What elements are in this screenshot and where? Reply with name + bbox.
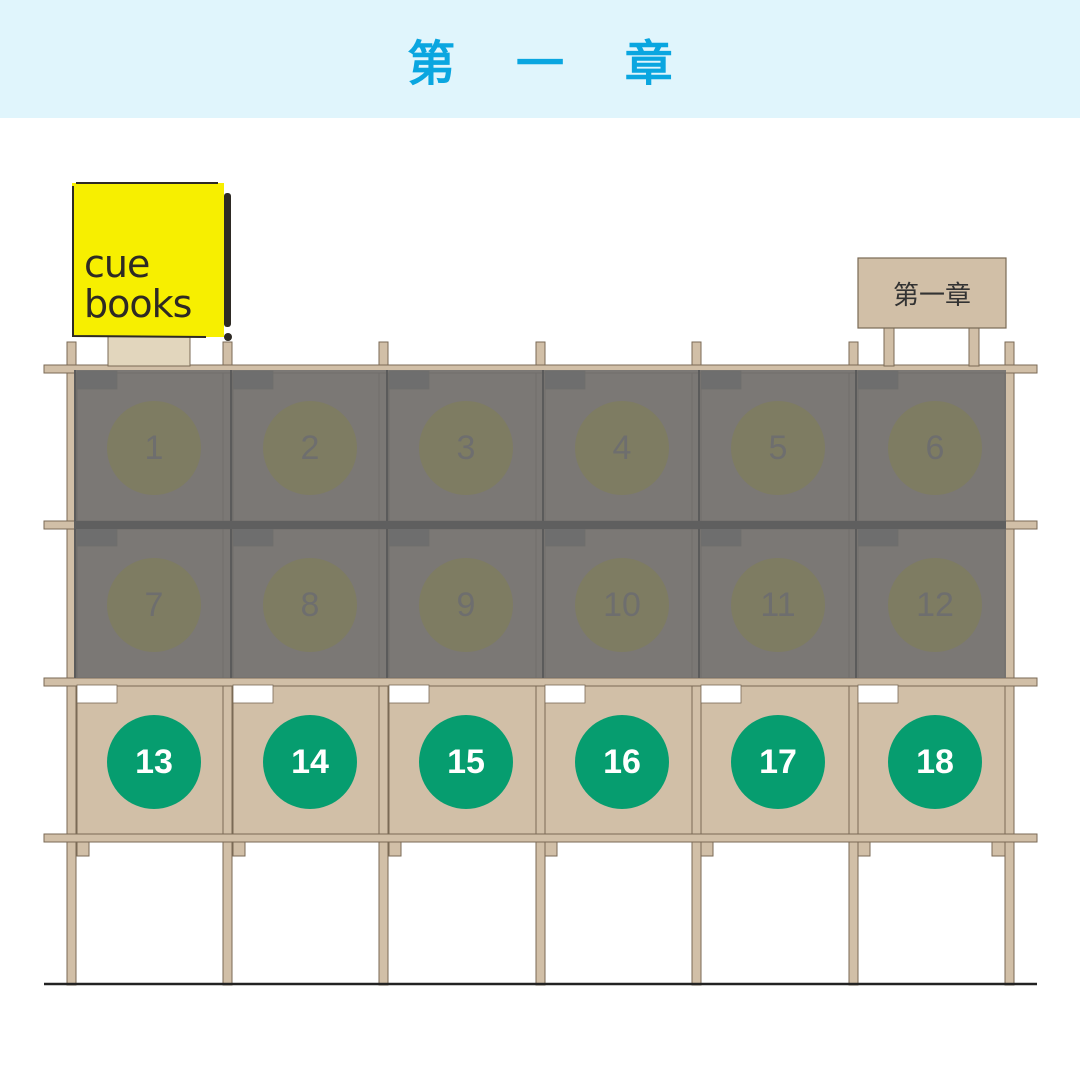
label-tab: [388, 684, 430, 704]
slot-circle-1: [107, 401, 201, 495]
overlay-shelf: [74, 521, 1006, 529]
slot-number-9: 9: [456, 585, 476, 624]
slot-circle-16: [575, 715, 669, 809]
label-tab: [544, 684, 586, 704]
shelf-post: [1004, 341, 1015, 986]
slot-number-8: 8: [300, 585, 320, 624]
shelf-bracket: [544, 841, 558, 857]
slot-circle-3: [419, 401, 513, 495]
slot-number-4: 4: [612, 428, 632, 467]
shelf-bracket: [991, 841, 1006, 857]
logo-text: cue books: [84, 242, 192, 326]
shelf-bracket: [388, 841, 402, 857]
slot-number-11: 11: [760, 585, 796, 624]
slot-number-14: 14: [291, 742, 329, 781]
shelf-board: [43, 833, 1038, 843]
slot-circle-10: [575, 558, 669, 652]
slot-circle-17: [731, 715, 825, 809]
slot-circle-8: [263, 558, 357, 652]
slot-circle-11: [731, 558, 825, 652]
slot-number-12: 12: [916, 585, 954, 624]
header-bar: 第 一 章: [0, 0, 1080, 118]
slot-circle-4: [575, 401, 669, 495]
logo-outline: [72, 182, 218, 338]
slot-number-7: 7: [144, 585, 164, 624]
slot-number-5: 5: [768, 428, 788, 467]
shelf-bracket: [857, 841, 871, 857]
page-title: 第 一 章: [407, 36, 695, 92]
cue-books-logo: [72, 182, 232, 367]
slot-number-18: 18: [916, 742, 954, 781]
slot-circle-2: [263, 401, 357, 495]
logo-line-books: books: [84, 282, 192, 326]
slot-circle-12: [888, 558, 982, 652]
slot-number-15: 15: [447, 742, 485, 781]
shelf-bracket: [76, 841, 90, 857]
slot-circle-7: [107, 558, 201, 652]
shelf-bracket: [700, 841, 714, 857]
chapter-sign-board: [857, 257, 1007, 329]
slot-circle-13: [107, 715, 201, 809]
slot-number-6: 6: [925, 428, 945, 467]
slot-circle-15: [419, 715, 513, 809]
slot-circle-9: [419, 558, 513, 652]
sign-leg: [883, 325, 895, 367]
slot-number-16: 16: [603, 742, 641, 781]
shelf-bracket: [232, 841, 246, 857]
slot-circle-14: [263, 715, 357, 809]
label-tab: [232, 684, 274, 704]
slot-circle-6: [888, 401, 982, 495]
slot-circle-18: [888, 715, 982, 809]
logo-line-cue: cue: [84, 242, 150, 286]
slot-number-2: 2: [300, 428, 320, 467]
chapter-sign-label: 第一章: [892, 280, 971, 311]
slot-number-3: 3: [456, 428, 476, 467]
sign-leg: [968, 325, 980, 367]
shelf-slots: [74, 370, 1006, 809]
logo-exclamation-bar: [224, 193, 231, 327]
slot-circle-5: [731, 401, 825, 495]
slot-number-13: 13: [135, 742, 173, 781]
logo-box: [72, 183, 224, 337]
logo-stand: [107, 335, 191, 367]
logo-exclamation-dot: [224, 333, 232, 341]
chapter-sign: [857, 257, 1007, 367]
slot-number-1: 1: [144, 428, 164, 467]
slot-number-17: 17: [759, 742, 797, 781]
slot-number-10: 10: [603, 585, 641, 624]
label-tab: [700, 684, 742, 704]
label-tab: [76, 684, 118, 704]
label-tab: [857, 684, 899, 704]
